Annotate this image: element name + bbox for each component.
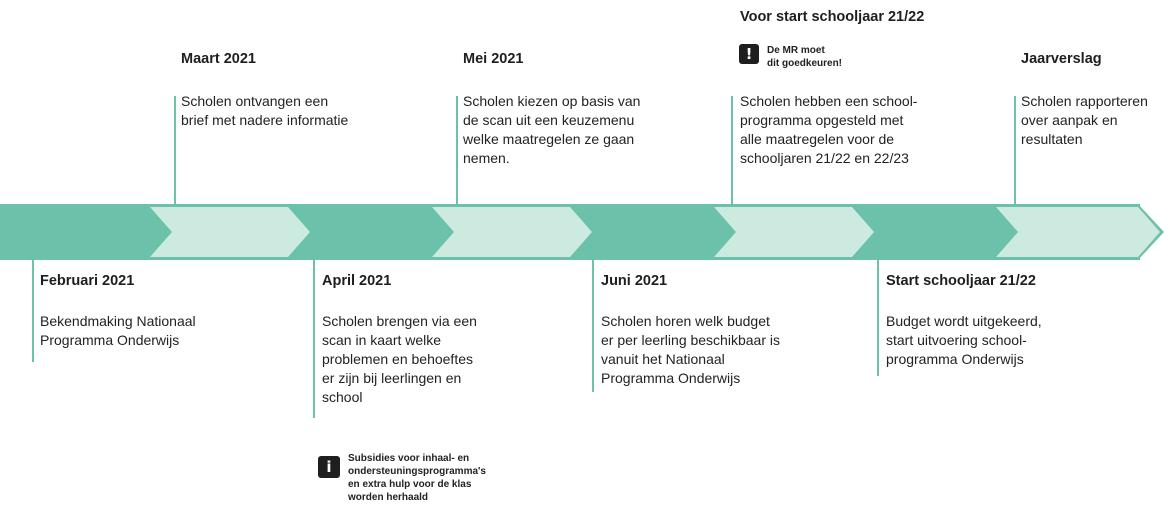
event-body: Scholen horen welk budget er per leerlin… [601, 313, 780, 386]
event-title: Mei 2021 [463, 51, 524, 67]
event-body: Scholen hebben een school- programma opg… [740, 93, 918, 166]
chevron-segment [996, 207, 1160, 257]
event-maart-2021: Maart 2021 Scholen ontvangen een brief m… [181, 50, 348, 130]
event-body: Scholen ontvangen een brief met nadere i… [181, 93, 349, 128]
event-juni-2021: Juni 2021 Scholen horen welk budget er p… [601, 272, 780, 388]
connector-april [313, 258, 315, 418]
event-body: Scholen rapporteren over aanpak en resul… [1021, 93, 1148, 147]
info-icon: i [318, 456, 340, 478]
event-title: Maart 2021 [181, 51, 256, 67]
exclamation-icon: ! [739, 44, 759, 64]
event-title: Jaarverslag [1021, 51, 1102, 67]
event-title: Juni 2021 [601, 273, 668, 289]
event-voor-start-schooljaar: Voor start schooljaar 21/22 [740, 8, 924, 26]
connector-februari [32, 258, 34, 362]
event-body: Scholen brengen via een scan in kaart we… [322, 313, 477, 405]
event-jaarverslag: Jaarverslag Scholen rapporteren over aan… [1021, 50, 1148, 149]
connector-mei [456, 96, 458, 206]
event-body: Bekendmaking Nationaal Programma Onderwi… [40, 313, 196, 348]
event-title: Februari 2021 [40, 273, 135, 289]
chevron-segment [432, 207, 592, 257]
note-subsidies: i Subsidies voor inhaal- en ondersteunin… [318, 452, 486, 504]
event-april-2021: April 2021 Scholen brengen via een scan … [322, 272, 477, 407]
event-title: April 2021 [322, 273, 392, 289]
event-februari-2021: Februari 2021 Bekendmaking Nationaal Pro… [40, 272, 196, 350]
event-start-schooljaar: Start schooljaar 21/22 Budget wordt uitg… [886, 272, 1042, 369]
event-voor-start-body-wrap: Scholen hebben een school- programma opg… [740, 92, 917, 168]
connector-juni [592, 258, 594, 392]
event-body: Scholen kiezen op basis van de scan uit … [463, 93, 641, 166]
event-body: Budget wordt uitgekeerd, start uitvoerin… [886, 313, 1042, 367]
note-mr-approval: ! De MR moet dit goedkeuren! [739, 44, 842, 70]
connector-start-schooljaar [877, 258, 879, 376]
note-text: Subsidies voor inhaal- en ondersteunings… [348, 453, 486, 503]
chevron-segment [150, 207, 310, 257]
connector-voor-start [731, 96, 733, 206]
event-title: Voor start schooljaar 21/22 [740, 9, 925, 25]
event-mei-2021: Mei 2021 Scholen kiezen op basis van de … [463, 50, 640, 168]
chevron-segment [714, 207, 874, 257]
connector-jaarverslag [1014, 96, 1016, 206]
connector-maart [174, 96, 176, 206]
event-title: Start schooljaar 21/22 [886, 273, 1036, 289]
timeline-band [0, 204, 1164, 260]
note-text: De MR moet dit goedkeuren! [767, 45, 843, 69]
